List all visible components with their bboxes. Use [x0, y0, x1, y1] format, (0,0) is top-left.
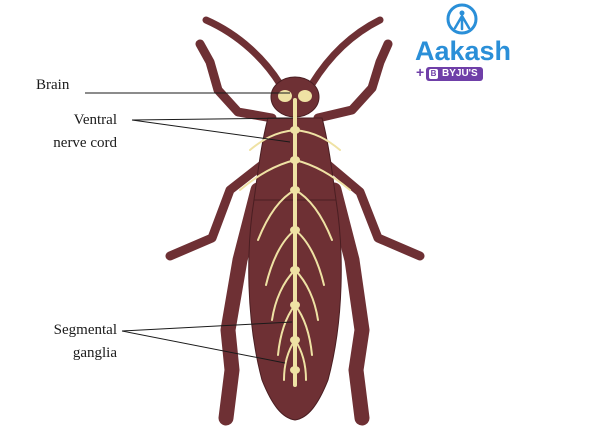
aakash-emblem-icon	[445, 2, 479, 36]
ganglion	[290, 366, 300, 374]
brain-lobe-left	[278, 90, 292, 102]
ganglion	[290, 266, 300, 274]
ganglion	[290, 126, 300, 134]
right-antenna	[312, 20, 380, 84]
ganglion	[290, 336, 300, 344]
right-front-leg	[318, 44, 388, 118]
logo-plus: +	[416, 64, 424, 80]
ganglion	[290, 226, 300, 234]
ganglion	[290, 186, 300, 194]
ganglion	[290, 301, 300, 309]
ganglion	[290, 156, 300, 164]
byjus-badge-text: BYJU'S	[442, 68, 478, 79]
aakash-byjus-logo: Aakash + B BYJU'S	[404, 2, 524, 84]
byjus-mark-icon: B	[429, 69, 438, 79]
label-segmental-line1: Segmental	[20, 320, 117, 340]
logo-wordmark: Aakash	[404, 36, 522, 67]
byjus-badge: B BYJU'S	[426, 67, 483, 81]
brain-lobe-right	[298, 90, 312, 102]
label-segmental-line2: ganglia	[40, 343, 117, 363]
label-ventral-line2: nerve cord	[30, 133, 117, 153]
label-brain: Brain	[36, 75, 69, 95]
label-ventral-line1: Ventral	[50, 110, 117, 130]
